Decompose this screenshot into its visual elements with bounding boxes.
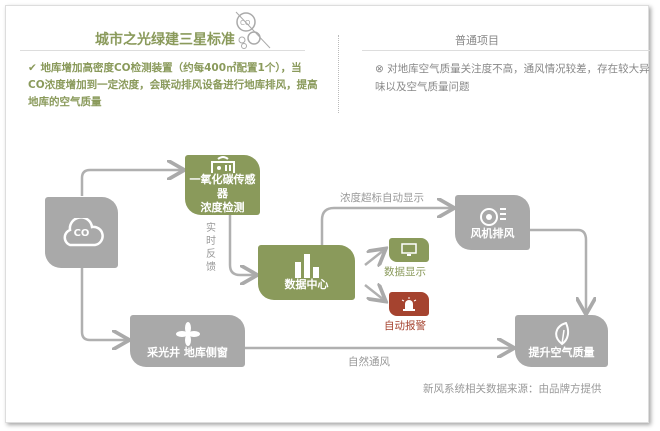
arrow-co-to-skylight (80, 268, 127, 340)
skylight-node: 采光井 地库侧窗 (130, 315, 245, 367)
fan-icon (175, 322, 200, 346)
check-icon: ✔ (28, 62, 41, 74)
sensor-icon (210, 156, 235, 173)
feedback-label: 实时反馈 (206, 223, 216, 273)
fan-node: 风机排风 (455, 195, 530, 250)
sensor-label-line1: 一氧化碳传感器 (189, 173, 256, 200)
right-title: 普通项目 (455, 34, 499, 47)
divider (20, 50, 305, 51)
sensor-node: 一氧化碳传感器 浓度检测 (185, 155, 260, 215)
arrow-datacenter-to-display (364, 250, 384, 265)
skylight-label: 采光井 地库侧窗 (147, 346, 228, 359)
co-bubbles-icon: CO (235, 11, 271, 49)
alarm-label: 自动报警 (384, 320, 426, 332)
arrow-co-to-sensor (80, 170, 182, 196)
arrow-sensor-to-datacenter (228, 215, 255, 275)
leaf-icon (554, 322, 569, 346)
sensor-label-line2: 浓度检测 (200, 201, 245, 214)
alarm-light-icon (401, 297, 417, 311)
arrow-datacenter-to-fan (320, 208, 452, 245)
right-text: ⊗ 对地库空气质量关注度不高，通风情况较差，存在较大异味以及空气质量问题 (375, 63, 650, 93)
improve-node: 提升空气质量 (515, 315, 608, 367)
datacenter-label: 数据中心 (284, 277, 329, 291)
source-note: 新风系统相关数据来源：由品牌方提供 (423, 383, 602, 395)
left-title: 城市之光绿建三星标准 (95, 32, 235, 48)
cloud-icon (63, 217, 104, 246)
svg-text:CO: CO (240, 19, 251, 27)
display-node (389, 238, 429, 262)
alarm-node (389, 292, 429, 316)
datacenter-node: 数据中心 (258, 245, 355, 300)
natural-label: 自然通风 (348, 356, 390, 368)
divider (338, 35, 339, 113)
blower-icon (479, 207, 506, 226)
bar-chart-icon (294, 253, 319, 278)
co-node: CO (45, 197, 118, 268)
arrow-fan-to-improve (530, 228, 586, 312)
co-label: CO (73, 228, 90, 239)
fan-label: 风机排风 (470, 226, 515, 240)
improve-label: 提升空气质量 (528, 346, 595, 359)
left-text: ✔ 地库增加高密度CO检测装置（约每400㎡配置1个），当CO浓度增加到一定浓度… (28, 62, 318, 108)
monitor-icon (401, 243, 417, 256)
arrow-datacenter-to-alarm (364, 285, 384, 300)
overlimit-label: 浓度超标自动显示 (340, 192, 424, 204)
display-label: 数据显示 (384, 266, 426, 278)
divider (362, 50, 650, 51)
x-circle-icon: ⊗ (375, 63, 388, 75)
